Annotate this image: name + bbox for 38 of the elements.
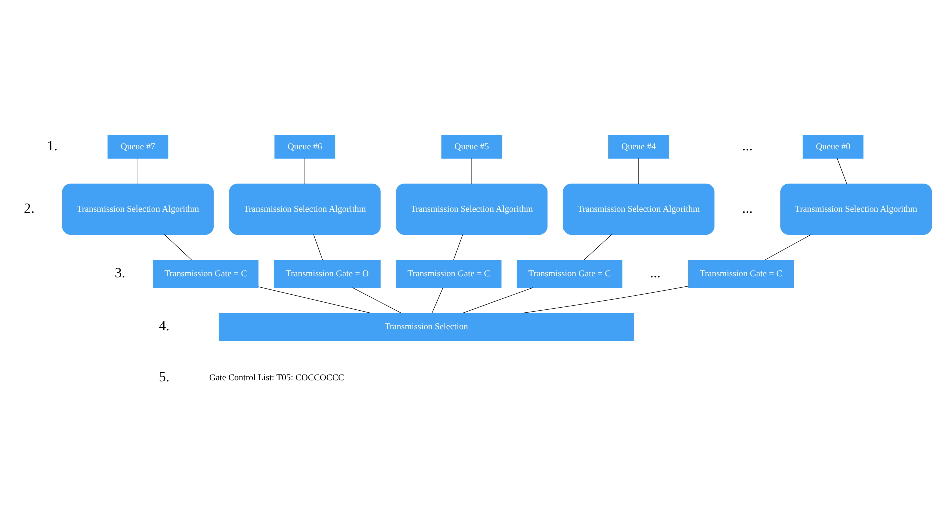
node-box: Transmission Selection Algorithm <box>396 183 548 234</box>
node-box: Queue #6 <box>274 134 336 158</box>
node-box: Transmission Gate = C <box>396 259 502 288</box>
connector <box>164 234 192 260</box>
connector <box>454 234 464 260</box>
label: ... <box>742 200 753 216</box>
connector <box>304 158 306 184</box>
node-box: Queue #4 <box>608 134 670 158</box>
label: ... <box>742 138 753 154</box>
label: 5. <box>159 369 170 386</box>
connector <box>352 287 402 314</box>
connector <box>462 287 534 314</box>
node-box: Queue #5 <box>442 134 502 158</box>
node-box: Transmission Gate = C <box>517 259 623 288</box>
node-box: Transmission Gate = O <box>274 259 381 288</box>
label: 1. <box>47 138 58 154</box>
node-box: Transmission Selection Algorithm <box>229 183 381 234</box>
node-box: Transmission Selection <box>219 312 634 341</box>
node-box: Transmission Selection Algorithm <box>563 183 715 234</box>
label: ... <box>650 265 661 282</box>
node-box: Transmission Selection Algorithm <box>62 183 214 234</box>
connector <box>638 158 640 184</box>
connector <box>432 287 444 314</box>
label: 2. <box>24 200 35 216</box>
label: 4. <box>159 318 170 334</box>
connector <box>764 234 812 260</box>
connector <box>258 286 371 314</box>
connector <box>837 158 848 184</box>
node-box: Transmission Gate = C <box>153 259 259 288</box>
label: 3. <box>115 265 126 282</box>
node-box: Transmission Gate = C <box>688 259 794 288</box>
node-box: Transmission Selection Algorithm <box>780 183 932 234</box>
node-box: Queue #0 <box>802 134 864 158</box>
node-box: Queue #7 <box>108 134 169 158</box>
label: Gate Control List: T05: COCCOCCC <box>210 372 344 382</box>
connector <box>584 234 612 260</box>
connector <box>314 234 324 260</box>
connector <box>522 286 689 314</box>
